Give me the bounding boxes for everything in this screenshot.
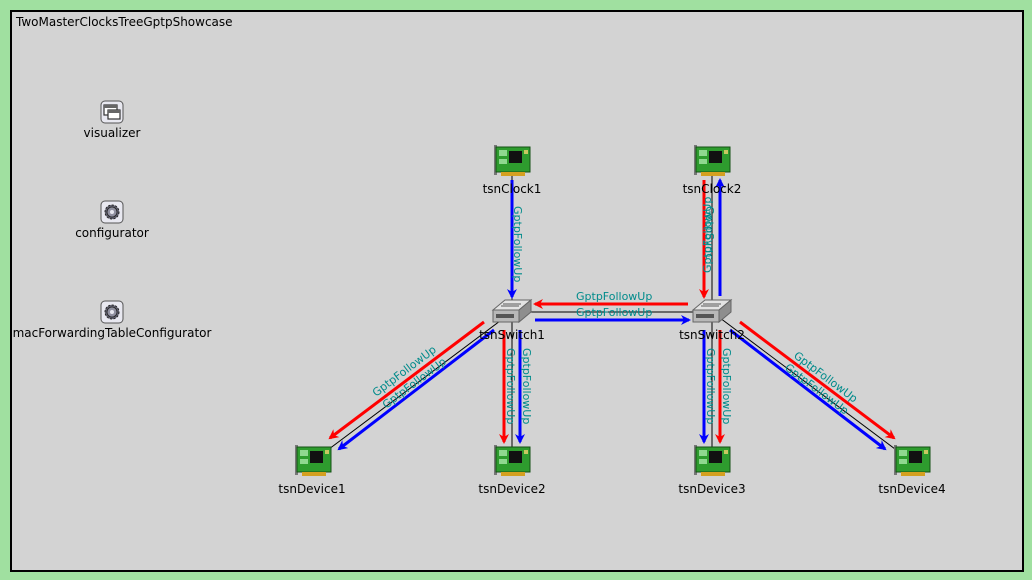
configurator-label: configurator: [75, 226, 149, 240]
arrow-switch2-device4-red: [739, 320, 896, 440]
msg-label-switch2-clock2: GptpFollowUp: [701, 197, 714, 273]
msg-label-switch2-device3-blue: GptpFollowUp: [704, 348, 717, 424]
configurator-module[interactable]: [100, 200, 124, 224]
msg-label-clock2-switch2: GptpSync: [703, 206, 716, 259]
node-tsnSwitch2[interactable]: [691, 298, 733, 326]
label-tsnDevice1: tsnDevice1: [278, 482, 346, 496]
window-icon: [100, 100, 124, 124]
cable-switch2-device4: [711, 311, 912, 462]
label-tsnClock2: tsnClock2: [682, 182, 742, 196]
msg-label-clock1-switch1: GptpFollowUp: [511, 206, 524, 282]
arrow-switch2-device4-blue: [729, 328, 887, 451]
gear-icon: [100, 200, 124, 224]
label-tsnClock1: tsnClock1: [482, 182, 542, 196]
arrow-switch1-device1-blue: [337, 328, 495, 451]
mac-configurator-module[interactable]: [100, 300, 124, 324]
node-tsnSwitch1[interactable]: [491, 298, 533, 326]
label-tsnDevice2: tsnDevice2: [478, 482, 546, 496]
nic-card-icon: [894, 445, 931, 476]
node-tsnDevice1[interactable]: [293, 444, 333, 478]
arrow-switch1-device1-red: [328, 320, 485, 440]
gear-icon: [100, 300, 124, 324]
label-tsnSwitch2: tsnSwitch2: [679, 328, 745, 342]
msg-label-switch1-device2-blue: GptpFollowUp: [520, 348, 533, 424]
network-canvas: TwoMasterClocksTreeGptpShowcase: [10, 10, 1024, 572]
switch-icon: [691, 298, 733, 324]
msg-label-switch1-device2-red: GptpFollowUp: [504, 348, 517, 424]
cable-switch1-device1: [312, 311, 513, 462]
nic-card-icon: [494, 145, 531, 176]
node-tsnDevice3[interactable]: [692, 444, 732, 478]
node-tsnClock2[interactable]: [692, 144, 732, 178]
label-tsnDevice3: tsnDevice3: [678, 482, 746, 496]
label-tsnSwitch1: tsnSwitch1: [479, 328, 545, 342]
nic-card-icon: [694, 145, 731, 176]
visualizer-module[interactable]: [100, 100, 124, 124]
nic-card-icon: [295, 445, 332, 476]
node-tsnClock1[interactable]: [492, 144, 532, 178]
visualizer-label: visualizer: [83, 126, 141, 140]
switch-icon: [491, 298, 533, 324]
node-tsnDevice2[interactable]: [492, 444, 532, 478]
msg-label-switch2-switch1: GptpFollowUp: [576, 290, 652, 303]
node-tsnDevice4[interactable]: [892, 444, 932, 478]
msg-label-switch2-device3-red: GptpFollowUp: [720, 348, 733, 424]
msg-label-switch1-switch2: GptpFollowUp: [576, 306, 652, 319]
message-arrows: [328, 178, 896, 451]
label-tsnDevice4: tsnDevice4: [878, 482, 946, 496]
nic-card-icon: [694, 445, 731, 476]
message-labels: GptpFollowUp GptpFollowUp GptpFollowUp G…: [370, 197, 860, 425]
nic-card-icon: [494, 445, 531, 476]
mac-configurator-label: macForwardingTableConfigurator: [12, 326, 212, 340]
network-title: TwoMasterClocksTreeGptpShowcase: [16, 15, 233, 29]
